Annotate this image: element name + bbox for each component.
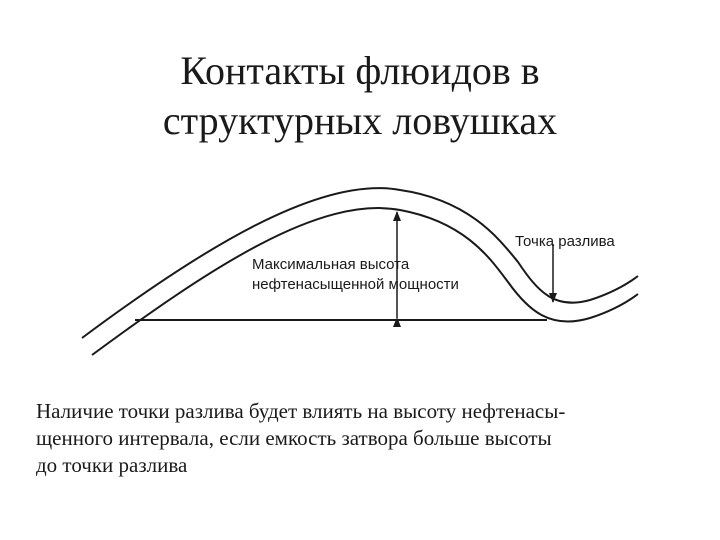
spill-point-label: Точка разлива <box>515 233 615 250</box>
body-line-1: Наличие точки разлива будет влиять на вы… <box>36 398 686 425</box>
max-height-label-line-2: нефтенасыщенной мощности <box>252 276 459 293</box>
body-line-3: до точки разлива <box>36 452 686 479</box>
body-line-2: щенного интервала, если емкость затвора … <box>36 425 686 452</box>
max-height-label-line-1: Максимальная высота <box>252 256 410 273</box>
body-paragraph: Наличие точки разлива будет влиять на вы… <box>36 398 686 479</box>
